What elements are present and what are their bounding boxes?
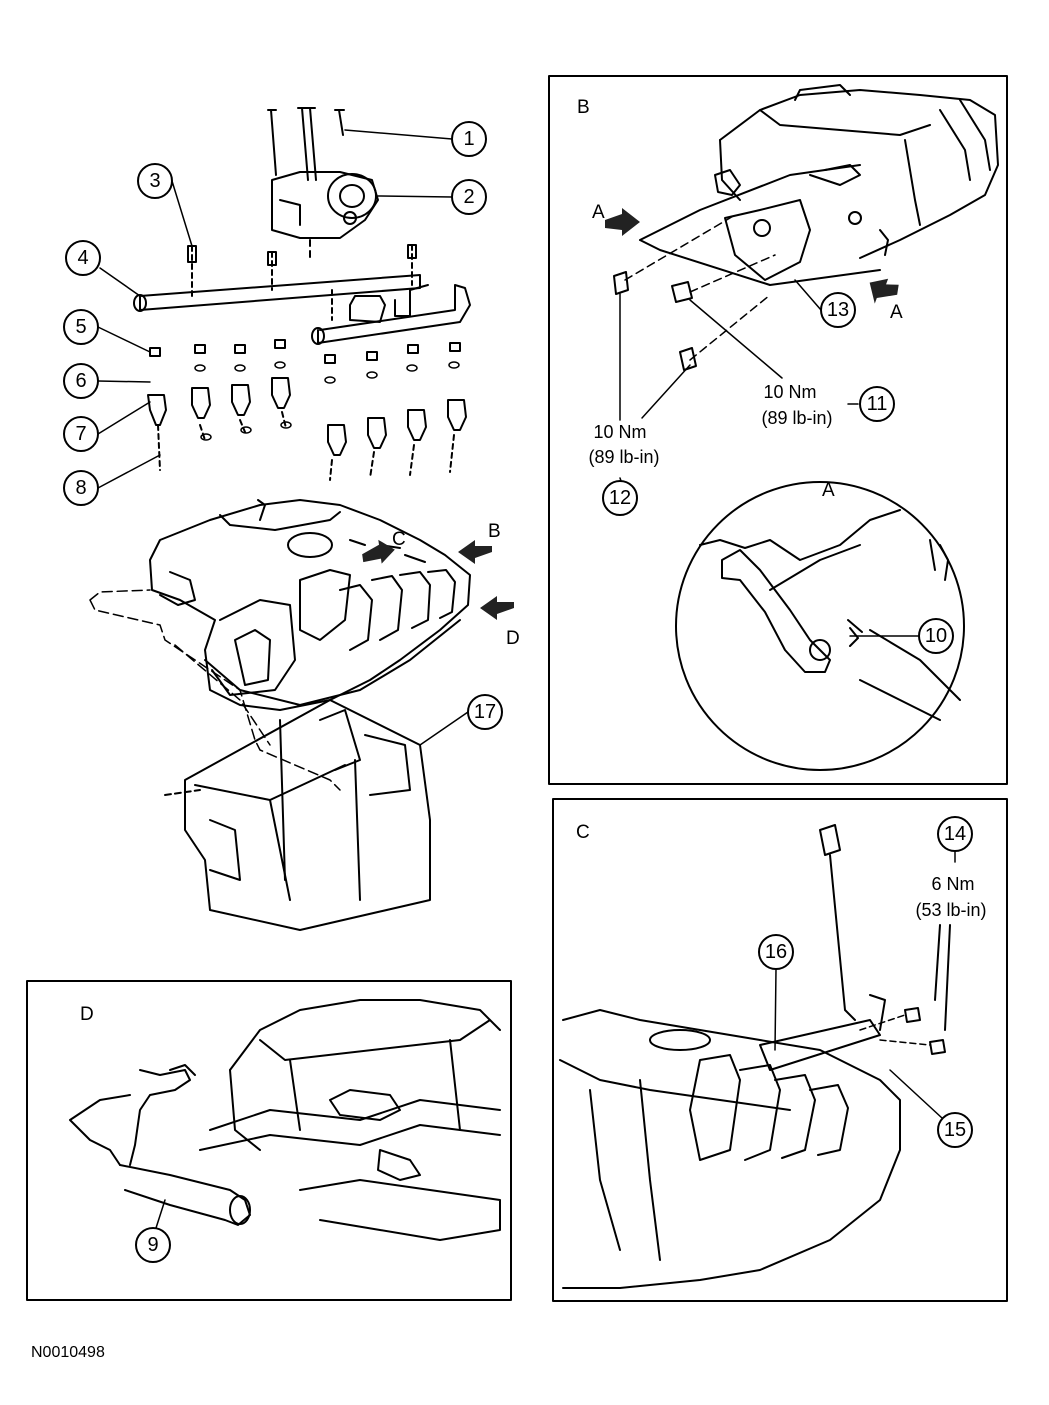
figure-id: N0010498 (31, 1344, 105, 1361)
injector-left-4 (271, 339, 291, 429)
view-d-panel (26, 980, 512, 1301)
callout-circles (63, 121, 973, 1263)
callout-13-circle (820, 292, 856, 328)
arrow-d-label: D (506, 628, 520, 649)
callout-8-circle (63, 470, 99, 506)
callout-6: 6 (75, 370, 86, 392)
injector-left-3 (231, 344, 251, 433)
callout-9-circle (135, 1227, 171, 1263)
injector-right-4 (447, 342, 467, 473)
intake-manifold (89, 499, 471, 791)
torque-14-nm: 6 Nm (931, 874, 974, 894)
torque-12-lbin: (89 lb-in) (588, 447, 659, 467)
view-c-drawing (559, 824, 951, 1289)
arrow-b-label: B (488, 521, 501, 542)
callout-16: 16 (765, 941, 787, 963)
injector-left-1 (147, 347, 167, 471)
callout-10-circle (918, 618, 954, 654)
torque-14-lbin: (53 lb-in) (915, 900, 986, 920)
callout-3: 3 (149, 170, 160, 192)
torque-11-nm: 10 Nm (763, 382, 816, 402)
callout-15: 15 (944, 1119, 966, 1141)
callout-1: 1 (463, 128, 474, 150)
callout-4: 4 (77, 247, 88, 269)
main-exploded-view (89, 107, 514, 931)
callout-4-circle (65, 240, 101, 276)
fuel-injectors (147, 339, 467, 481)
callout-10: 10 (925, 625, 947, 647)
callout-15-circle (937, 1112, 973, 1148)
callout-7-circle (63, 416, 99, 452)
detail-a-circle (675, 481, 965, 771)
intake-bracket (164, 699, 431, 931)
callout-12: 12 (609, 487, 631, 509)
callout-17: 17 (474, 701, 496, 723)
injector-right-2 (366, 351, 387, 479)
callout-3-circle (137, 163, 173, 199)
callout-16-circle (758, 934, 794, 970)
view-b-drawing (613, 84, 999, 371)
callout-5: 5 (75, 316, 86, 338)
detail-a-drawing (699, 509, 961, 721)
injector-right-3 (407, 344, 427, 476)
view-arrow-b (458, 540, 492, 564)
callout-11-circle (859, 386, 895, 422)
callout-8: 8 (75, 477, 86, 499)
callout-14-circle (937, 816, 973, 852)
callout-17-circle (467, 694, 503, 730)
arrow-a-right-label: A (890, 302, 903, 323)
view-d-label: D (80, 1004, 94, 1025)
callout-13: 13 (827, 299, 849, 321)
view-c-panel (552, 798, 1008, 1302)
callout-7: 7 (75, 423, 86, 445)
view-d-drawing (69, 999, 501, 1241)
injector-right-1 (324, 354, 347, 481)
callout-5-circle (63, 309, 99, 345)
fuel-rail (133, 244, 471, 345)
callout-11: 11 (867, 393, 888, 415)
view-arrow-c (362, 539, 395, 564)
view-c-label: C (576, 822, 590, 843)
callout-2: 2 (463, 186, 474, 208)
torque-12-nm: 10 Nm (593, 422, 646, 442)
view-b-arrow-a-left (605, 208, 640, 236)
arrow-c-label: C (392, 529, 406, 550)
view-b-label: B (577, 97, 590, 118)
callout-14: 14 (944, 823, 966, 845)
injector-left-2 (191, 344, 211, 441)
callout-6-circle (63, 363, 99, 399)
view-b-arrow-a-right (869, 278, 899, 304)
view-a-label: A (822, 480, 835, 501)
view-b-panel (548, 75, 1008, 785)
throttle-body-bolts (267, 107, 345, 181)
callout-2-circle (451, 179, 487, 215)
callout-12-circle (602, 480, 638, 516)
torque-11-lbin: (89 lb-in) (761, 408, 832, 428)
view-arrow-d (480, 596, 514, 620)
throttle-body (271, 171, 379, 259)
arrow-a-left-label: A (592, 202, 605, 223)
callout-9: 9 (147, 1234, 158, 1256)
callout-1-circle (451, 121, 487, 157)
